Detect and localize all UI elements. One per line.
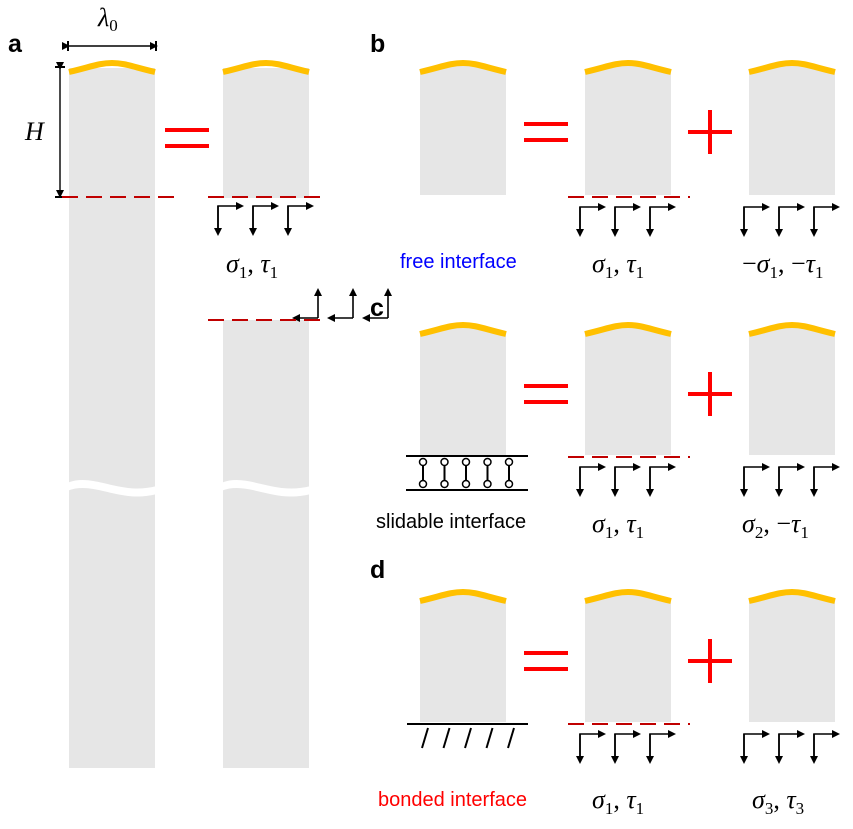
column-right-upper	[223, 68, 309, 198]
block-d-middle-surface	[584, 588, 672, 604]
traction-down-a-shear-2	[287, 202, 314, 232]
traction-d-middle-shear-1	[614, 730, 641, 760]
block-d-left-surface	[419, 588, 507, 604]
load-label-d-2: σ3, τ3	[752, 785, 804, 818]
load-label-c-1: σ1, τ1	[592, 509, 644, 542]
traction-c-middle-shear-2	[649, 463, 676, 493]
traction-b-middle-shear-2	[649, 203, 676, 233]
block-b-right	[749, 63, 835, 195]
traction-c-right-shear-2	[813, 463, 840, 493]
block-d-right-surface	[748, 588, 836, 604]
load-label-b-1: σ1, τ1	[592, 249, 644, 282]
ground-hatch-2	[464, 727, 472, 749]
block-c-middle-surface	[584, 321, 672, 337]
traction-b-right-shear-1	[778, 203, 805, 233]
traction-down-a-shear-0	[217, 202, 244, 232]
block-d-left	[420, 592, 506, 722]
roller-top-2	[461, 457, 471, 467]
traction-c-middle-shear-0	[579, 463, 606, 493]
load-label-b-2: −σ1, −τ1	[742, 249, 823, 282]
traction-d-middle-shear-0	[579, 730, 606, 760]
roller-bottom-3	[483, 479, 492, 489]
column-left-body	[69, 68, 155, 768]
roller-top-1	[440, 457, 449, 467]
ground-hatch-4	[507, 727, 515, 749]
column-right-break	[221, 480, 311, 497]
traction-b-right-shear-2	[813, 203, 840, 233]
panel-label-c: c	[370, 294, 384, 322]
panel-label-a: a	[8, 30, 23, 58]
column-right-surface	[222, 59, 310, 75]
load-label-c-2: σ2, −τ1	[742, 509, 809, 542]
roller-bottom-1	[440, 479, 449, 489]
column-right-lower	[223, 320, 309, 768]
roller-top-4	[504, 457, 514, 467]
traction-d-right-shear-1	[778, 730, 805, 760]
ground-hatch-0	[421, 727, 429, 749]
traction-b-middle-shear-0	[579, 203, 606, 233]
roller-bottom-0	[418, 479, 428, 489]
block-c-left	[420, 325, 506, 455]
panel-label-d: d	[370, 556, 385, 584]
ground-hatch-3	[485, 727, 494, 749]
traction-d-right-shear-2	[813, 730, 840, 760]
load-label-d-1: σ1, τ1	[592, 785, 644, 818]
block-b-right-surface	[748, 59, 836, 75]
block-b-left-surface	[419, 59, 507, 75]
roller-top-0	[418, 457, 428, 467]
block-c-middle	[585, 325, 671, 455]
stress-label-a: σ1, τ1	[226, 249, 278, 282]
caption-bonded-interface: bonded interface	[378, 789, 527, 811]
traction-d-middle-shear-2	[649, 730, 676, 760]
roller-top-3	[483, 457, 492, 467]
block-b-middle	[585, 63, 671, 195]
traction-c-middle-shear-1	[614, 463, 641, 493]
block-d-middle	[585, 592, 671, 722]
traction-c-right-shear-0	[743, 463, 770, 493]
column-left-break	[67, 480, 157, 497]
traction-d-right-shear-0	[743, 730, 770, 760]
caption-free-interface: free interface	[400, 251, 517, 273]
roller-bottom-2	[461, 479, 471, 489]
caption-slidable-interface: slidable interface	[376, 511, 526, 533]
traction-b-right-shear-0	[743, 203, 770, 233]
wavelength-label: λ0	[97, 3, 118, 35]
block-d-right	[749, 592, 835, 722]
traction-b-middle-shear-1	[614, 203, 641, 233]
block-c-right-surface	[748, 321, 836, 337]
block-b-left	[420, 63, 506, 195]
traction-c-right-shear-1	[778, 463, 805, 493]
height-label: H	[24, 117, 45, 146]
traction-down-a-shear-1	[252, 202, 279, 232]
block-b-middle-surface	[584, 59, 672, 75]
panel-label-b: b	[370, 30, 385, 58]
roller-bottom-4	[504, 479, 514, 489]
column-left-surface	[68, 59, 156, 75]
block-c-left-surface	[419, 321, 507, 337]
ground-hatch-1	[442, 727, 451, 749]
block-c-right	[749, 325, 835, 455]
